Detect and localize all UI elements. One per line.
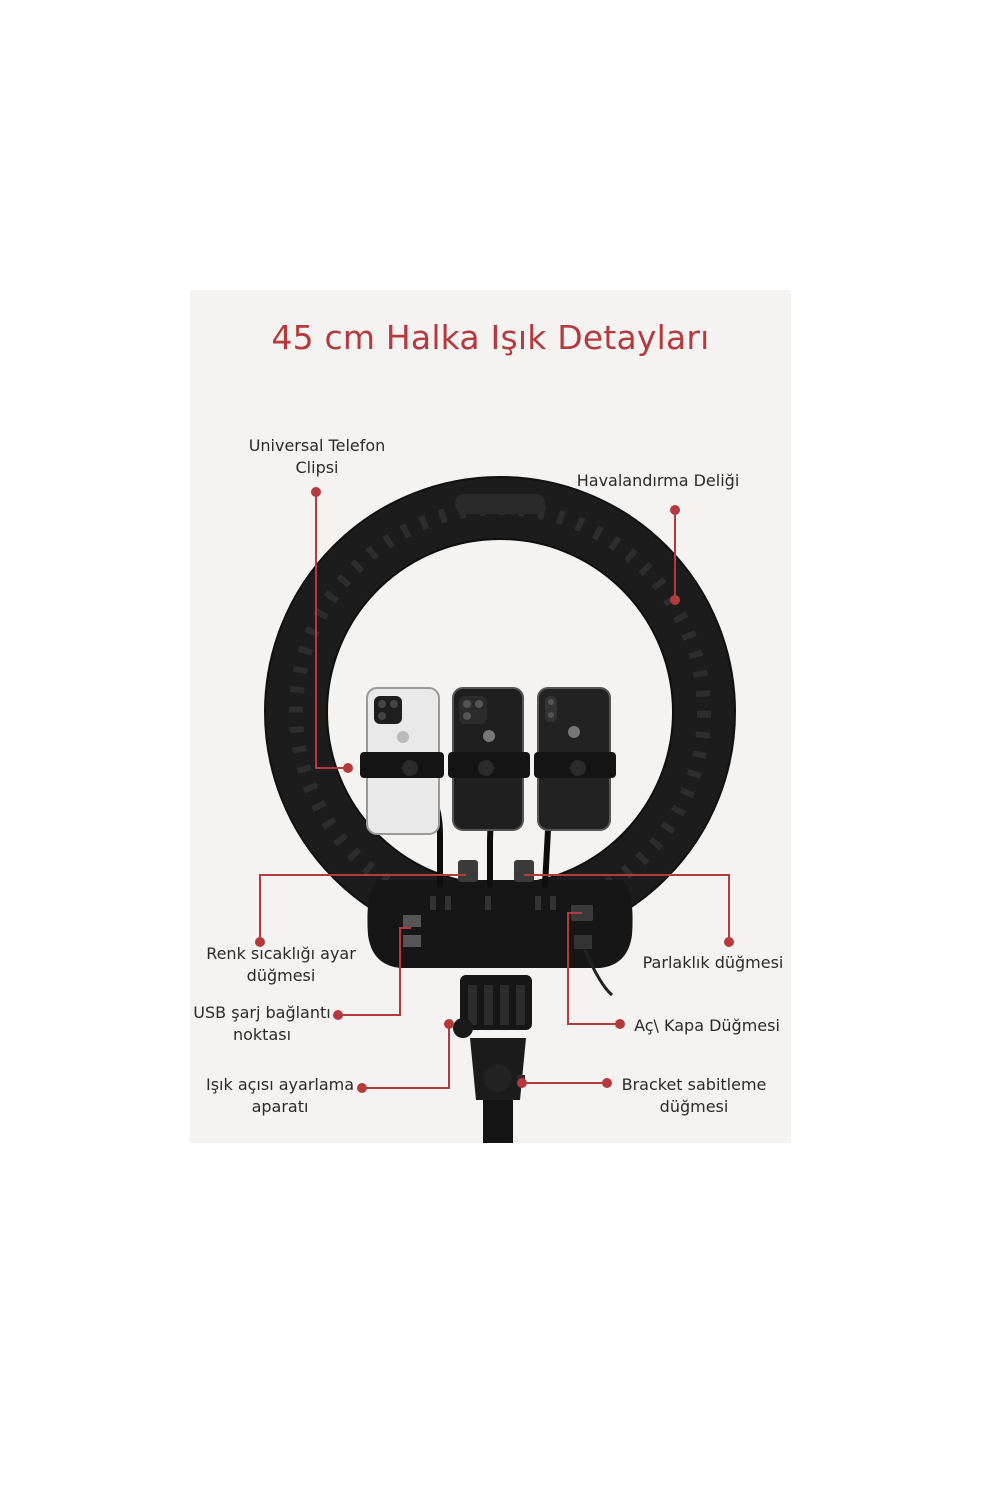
ring-top-vent [455, 494, 545, 514]
page-title: 45 cm Halka Işık Detayları [271, 318, 710, 357]
knobs [458, 860, 534, 882]
callout-bracket-button-line2: düğmesi [659, 1097, 729, 1116]
callout-usb-port-line2: noktası [232, 1025, 292, 1044]
leader-brightness [524, 874, 730, 942]
callout-leader-lines [259, 492, 730, 1089]
leader-angle-adjuster [362, 1024, 450, 1089]
callout-brightness-line1: Parlaklık düğmesi [642, 953, 784, 972]
stand-pole [470, 1038, 526, 1143]
callout-angle-adjuster: Işık açısı ayarlama aparatı [200, 1074, 360, 1118]
leader-color-temp [259, 874, 466, 942]
callout-color-temp-line2: düğmesi [246, 966, 316, 985]
control-box [367, 880, 633, 997]
phone-clips [360, 752, 616, 778]
callout-angle-adjuster-line1: Işık açısı ayarlama [205, 1075, 355, 1094]
callout-phone-clip-line1: Universal Telefon [248, 436, 386, 455]
color-temp-knob [458, 860, 478, 882]
callout-vent-hole: Havalandırma Deliği [568, 470, 748, 492]
phone-clip-left [360, 752, 444, 778]
leader-power-switch [567, 912, 620, 1025]
callout-angle-adjuster-line2: aparatı [251, 1097, 309, 1116]
callout-usb-port-line1: USB şarj bağlantı [193, 1003, 331, 1022]
callout-dots [255, 487, 734, 1093]
callout-bracket-button-line1: Bracket sabitleme [621, 1075, 767, 1094]
apple-logo-icon [397, 731, 409, 743]
brightness-knob [514, 860, 534, 882]
callout-phone-clip-line2: Clipsi [295, 458, 339, 477]
bracket-mount [453, 975, 532, 1092]
callout-color-temp-line1: Renk sıcaklığı ayar [206, 944, 356, 963]
callout-bracket-button: Bracket sabitleme düğmesi [618, 1074, 770, 1118]
callout-brightness: Parlaklık düğmesi [638, 952, 788, 974]
callout-phone-clip: Universal Telefon Clipsi [242, 435, 392, 479]
callout-power-switch: Aç\ Kapa Düğmesi [632, 1015, 782, 1037]
leader-phone-clip [315, 492, 348, 769]
apple-logo-icon [483, 730, 495, 742]
power-socket [574, 935, 592, 949]
usb-port-2 [403, 935, 421, 947]
callout-power-switch-line1: Aç\ Kapa Düğmesi [634, 1016, 780, 1035]
callout-color-temp: Renk sıcaklığı ayar düğmesi [196, 943, 366, 987]
callout-vent-hole-line1: Havalandırma Deliği [576, 471, 740, 490]
callout-usb-port: USB şarj bağlantı noktası [192, 1002, 332, 1046]
usb-port-1 [403, 915, 421, 927]
apple-logo-icon [568, 726, 580, 738]
leader-usb-port [338, 927, 411, 1016]
